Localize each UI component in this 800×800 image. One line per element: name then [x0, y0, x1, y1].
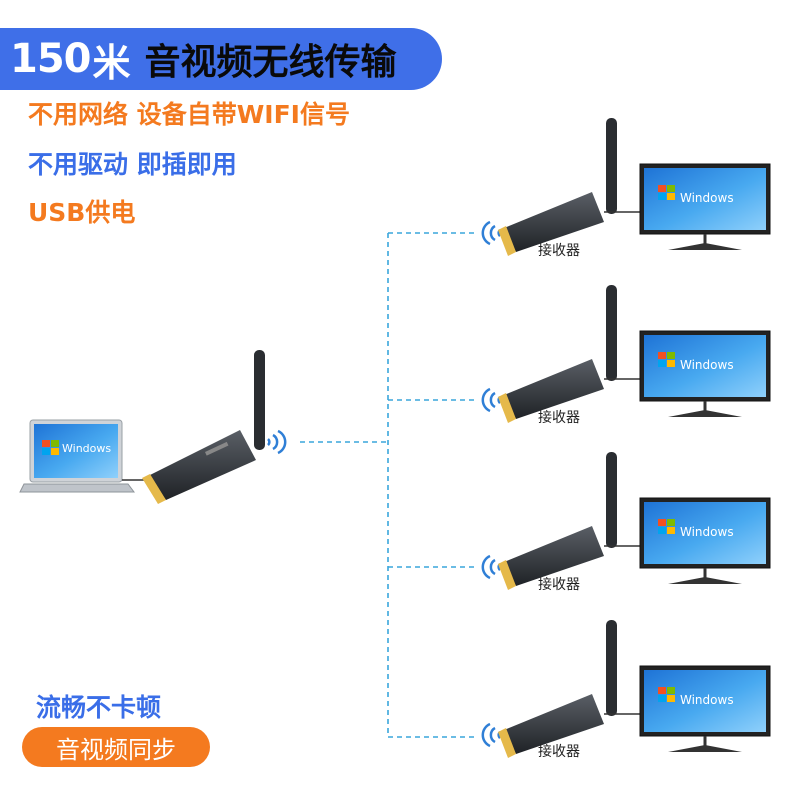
- laptop-screen-brand: Windows: [62, 442, 111, 455]
- monitor-brand-4: Windows: [680, 693, 734, 707]
- feature-usb-power: USB供电: [28, 198, 136, 227]
- receiver-unit-3: [481, 452, 771, 590]
- feature-no-driver: 不用驱动 即插即用: [28, 150, 237, 179]
- wifi-signal-icon: [481, 722, 502, 748]
- title-text: 音视频无线传输: [144, 42, 397, 83]
- laptop: [19, 419, 150, 493]
- receiver-unit-1: [481, 118, 771, 256]
- dashed-links: [300, 232, 476, 738]
- title-distance: 150: [10, 36, 91, 82]
- wifi-signal-icon: [481, 554, 502, 580]
- receiver-label-2: 接收器: [538, 410, 580, 426]
- feature-av-sync-badge: 音视频同步: [22, 727, 210, 767]
- feature-no-network: 不用网络 设备自带WIFI信号: [28, 100, 350, 129]
- receiver-unit-2: [481, 285, 771, 423]
- wifi-signal-icon: [481, 220, 502, 246]
- receiver-label-4: 接收器: [538, 744, 580, 760]
- title-unit: 米: [92, 40, 131, 85]
- monitor-brand-1: Windows: [680, 191, 734, 205]
- wifi-signal-icon: [266, 429, 287, 455]
- receiver-label-1: 接收器: [538, 243, 580, 259]
- monitor-brand-2: Windows: [680, 358, 734, 372]
- monitor-brand-3: Windows: [680, 525, 734, 539]
- feature-smooth: 流畅不卡顿: [36, 693, 162, 722]
- transmitter-dongle: [142, 350, 265, 504]
- wifi-signal-icon: [481, 387, 502, 413]
- receiver-unit-4: [481, 620, 771, 758]
- receiver-label-3: 接收器: [538, 577, 580, 593]
- title-banner: 150 米 音视频无线传输: [0, 28, 442, 90]
